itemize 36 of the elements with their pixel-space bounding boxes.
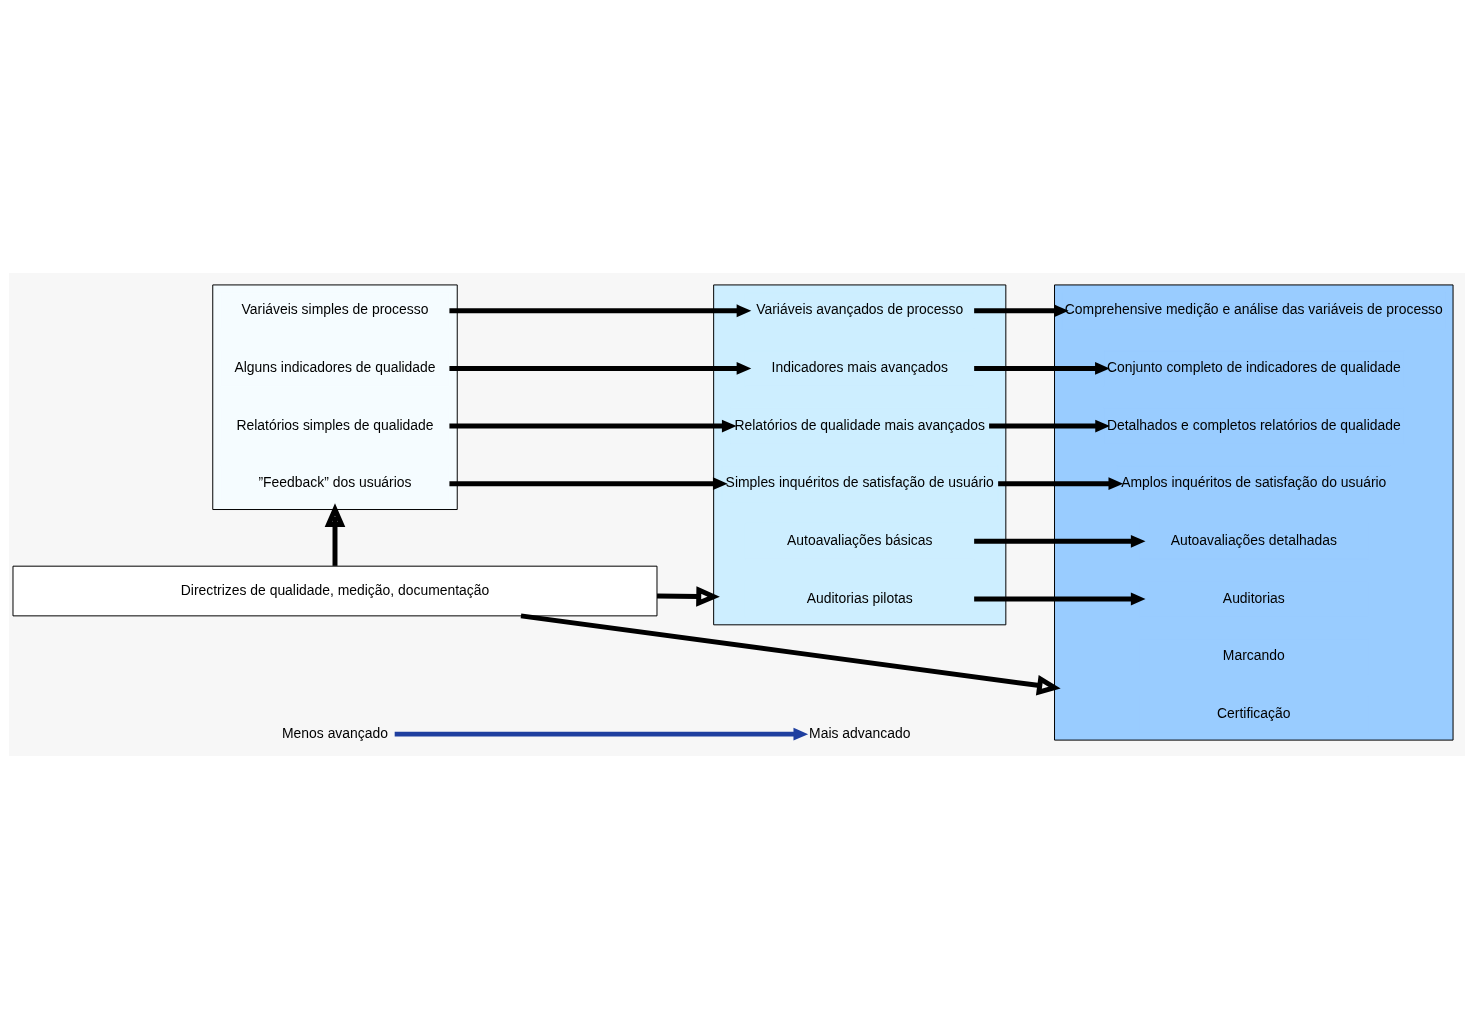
arrow — [974, 592, 1146, 606]
arrow — [974, 304, 1069, 318]
node-text: Variáveis avançados de processo — [756, 301, 964, 318]
node-text: Relatórios simples de qualidade — [236, 416, 434, 433]
arrow — [449, 419, 737, 433]
node-text: Autoavaliações básicas — [787, 532, 933, 549]
node-text: Mais advancado — [809, 724, 911, 741]
node-text: Indicadores mais avançados — [771, 359, 948, 376]
node-text: Amplos inquéritos de satisfação do usuário — [1121, 474, 1387, 491]
cluster — [212, 284, 458, 511]
node-text: Conjunto completo de indicadores de qualidade — [1106, 359, 1401, 376]
node-text: Alguns indicadores de qualidade — [234, 359, 436, 376]
arrow — [656, 586, 720, 607]
node-text: Certificação — [1217, 704, 1291, 721]
node-text: Auditorias — [1222, 589, 1285, 606]
arrow — [394, 727, 809, 741]
arrow — [449, 477, 728, 491]
node-text: Simples inquéritos de satisfação de usuário — [725, 474, 994, 491]
node-text: Relatórios de qualidade mais avançados — [734, 416, 985, 433]
arrow — [974, 362, 1110, 375]
arrow — [324, 503, 346, 566]
node-text: Auditorias pilotas — [806, 589, 913, 606]
node-box: Directrizes de qualidade, medição, documentação — [12, 565, 658, 617]
arrow — [449, 304, 752, 318]
node-text: Comprehensive medição e análise das variáveis de processo — [1064, 301, 1443, 318]
arrow — [974, 534, 1146, 548]
arrow — [989, 419, 1110, 433]
node-text: Marcando — [1222, 647, 1285, 664]
node-text: Menos avançado — [282, 724, 388, 741]
arrow — [998, 477, 1124, 491]
arrow — [520, 613, 1061, 696]
arrow — [449, 362, 752, 375]
node-text: Detalhados e completos relatórios de qualidade — [1106, 416, 1401, 433]
node-text: Variáveis simples de processo — [241, 301, 429, 318]
node-text: ”Feedback” dos usuários — [258, 474, 412, 491]
node-text: Autoavaliações detalhadas — [1170, 532, 1337, 549]
